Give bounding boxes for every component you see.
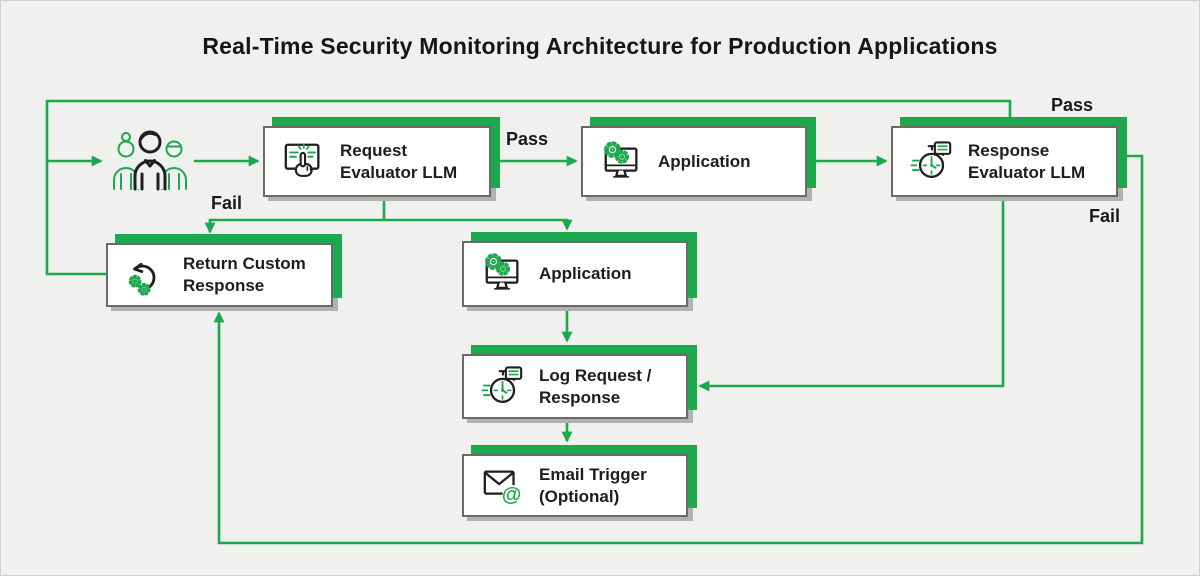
- monitor-gears-icon: [485, 253, 519, 290]
- envelope-at-icon: @: [483, 470, 522, 505]
- edge-label-fail-left: Fail: [211, 193, 243, 213]
- edge-to-application-mid: [384, 218, 573, 231]
- edge-response-to-log: [698, 195, 1005, 392]
- node-return-custom-response: Return Custom Response: [106, 243, 333, 307]
- node-application-top: Application: [581, 126, 807, 197]
- edge-fail-to-return: [204, 218, 384, 234]
- svg-text:@: @: [502, 483, 522, 505]
- diagram-title: Real-Time Security Monitoring Architectu…: [202, 33, 998, 59]
- edge-label-pass-top-right: Pass: [1051, 95, 1094, 115]
- node-label: Return Custom Response: [183, 254, 306, 295]
- edge-fail-bottom-loop: [213, 154, 1144, 545]
- return-arrow-gears-icon: [128, 262, 156, 296]
- node-log-request-response: Log Request / Response: [462, 354, 688, 419]
- edge-label-pass-mid: Pass: [506, 129, 549, 149]
- monitor-gears-icon: [604, 140, 638, 178]
- node-response-evaluator: Response Evaluator LLM: [891, 126, 1118, 197]
- node-label: Email Trigger (Optional): [539, 464, 647, 506]
- stopwatch-message-icon: [910, 140, 952, 178]
- users-icon: [113, 130, 187, 191]
- node-email-trigger: @ Email Trigger (Optional): [462, 454, 688, 517]
- node-request-evaluator: Request Evaluator LLM: [263, 126, 491, 197]
- users-node: [104, 127, 196, 202]
- node-label: Request Evaluator LLM: [340, 140, 458, 182]
- edge-pass-return-loop: [45, 99, 1012, 276]
- document-click-icon: [284, 143, 320, 177]
- node-label: Log Request / Response: [539, 365, 652, 407]
- stopwatch-message-icon: [481, 365, 523, 403]
- edge-label-fail-right: Fail: [1089, 206, 1121, 226]
- node-label: Application: [658, 151, 751, 171]
- node-application-mid: Application: [462, 241, 688, 307]
- node-label: Response Evaluator LLM: [968, 140, 1086, 182]
- node-label: Application: [539, 264, 632, 284]
